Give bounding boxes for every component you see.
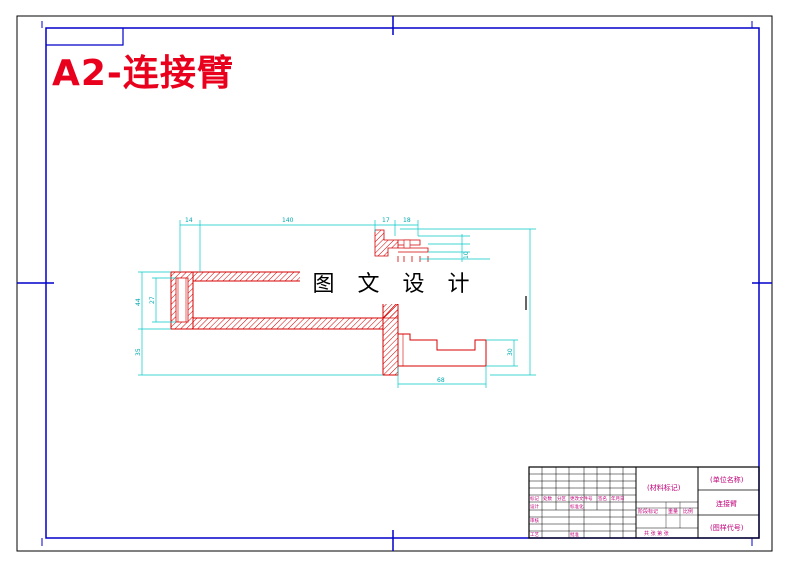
title-block <box>528 466 760 539</box>
standardize-label: 标准化 <box>570 503 584 510</box>
left-hub-bore <box>175 277 189 323</box>
stage-mark: 阶段标记 <box>638 508 658 515</box>
weight-label: 重量 <box>668 508 678 515</box>
scale-label: 比例 <box>683 508 693 515</box>
dim-30: 30 <box>507 348 514 356</box>
dim-35: 35 <box>135 348 142 356</box>
unit-name: (单位名称) <box>710 475 744 484</box>
part-view <box>170 229 527 376</box>
drawing-number: (图样代号) <box>710 523 744 532</box>
watermark-text: 图 文 设 计 <box>300 266 490 304</box>
sheet-info: 共 张 第 张 <box>644 530 669 537</box>
change-doc-label: 更改文件号 <box>570 495 593 502</box>
zone-label: 分区 <box>557 495 566 502</box>
column-joint <box>382 303 399 319</box>
dim-18: 18 <box>403 217 411 224</box>
date-label: 年月日 <box>611 495 625 502</box>
signature-label: 签名 <box>598 495 607 502</box>
dim-44: 44 <box>135 298 142 306</box>
lower-arm <box>192 317 384 330</box>
dim-68: 68 <box>437 377 445 384</box>
top-detail-view <box>374 229 399 257</box>
corner-label-box <box>46 28 124 46</box>
upper-arm <box>192 271 302 282</box>
process-label: 工艺 <box>530 532 539 538</box>
drawing-title: A2-连接臂 <box>52 53 234 94</box>
design-label: 设计 <box>530 503 539 510</box>
review-label: 审核 <box>530 517 539 524</box>
approve-label: 批准 <box>570 531 579 538</box>
dim-14: 14 <box>185 217 193 224</box>
dim-17: 17 <box>382 217 390 224</box>
dim-10: 10 <box>463 251 470 259</box>
drawing-name: 连接臂 <box>716 499 737 508</box>
dim-27: 27 <box>149 296 156 304</box>
dim-140: 140 <box>282 217 294 224</box>
material-mark: (材料标记) <box>647 483 681 492</box>
count-label: 处数 <box>543 495 552 502</box>
dimension-lines <box>138 220 536 388</box>
mark-label: 标记 <box>530 495 539 502</box>
right-fork <box>397 333 487 367</box>
